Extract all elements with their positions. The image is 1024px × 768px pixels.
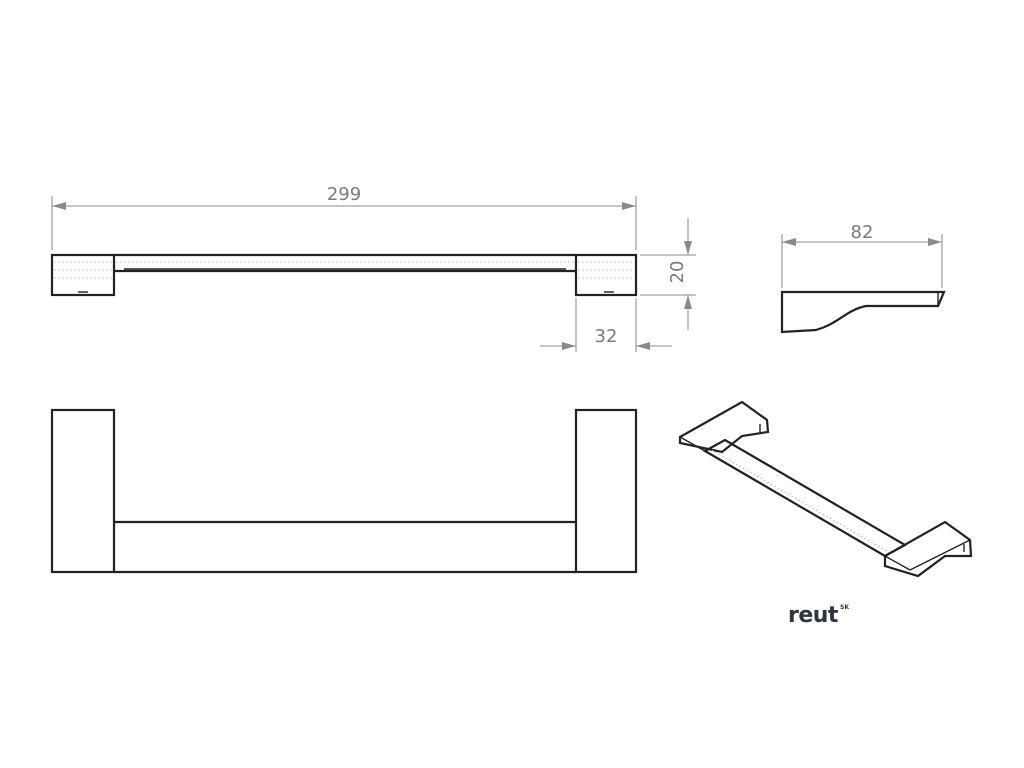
right-bracket-front bbox=[574, 253, 638, 297]
depth-dimension-label: 82 bbox=[851, 222, 874, 243]
isometric-view bbox=[678, 400, 973, 578]
height-dimension: 20 bbox=[640, 218, 696, 330]
left-bracket-plan bbox=[50, 408, 116, 574]
depth-dimension: 82 bbox=[781, 222, 943, 288]
logo-text: reut bbox=[788, 603, 839, 628]
logo-superscript: SK bbox=[840, 604, 849, 611]
bracket-width-dimension-label: 32 bbox=[595, 326, 618, 347]
bar-isometric bbox=[702, 438, 908, 558]
length-dimension-label: 299 bbox=[327, 184, 361, 205]
plan-view bbox=[50, 408, 638, 574]
bracket-width-dimension: 32 bbox=[540, 298, 672, 352]
height-dimension-label: 20 bbox=[667, 261, 688, 284]
side-view bbox=[780, 290, 946, 334]
left-bracket-front bbox=[50, 253, 116, 297]
length-dimension: 299 bbox=[51, 184, 637, 250]
side-profile bbox=[780, 290, 946, 334]
brand-logo: reut SK bbox=[788, 603, 849, 628]
front-elevation-view bbox=[50, 253, 638, 297]
right-bracket-plan bbox=[574, 408, 638, 574]
